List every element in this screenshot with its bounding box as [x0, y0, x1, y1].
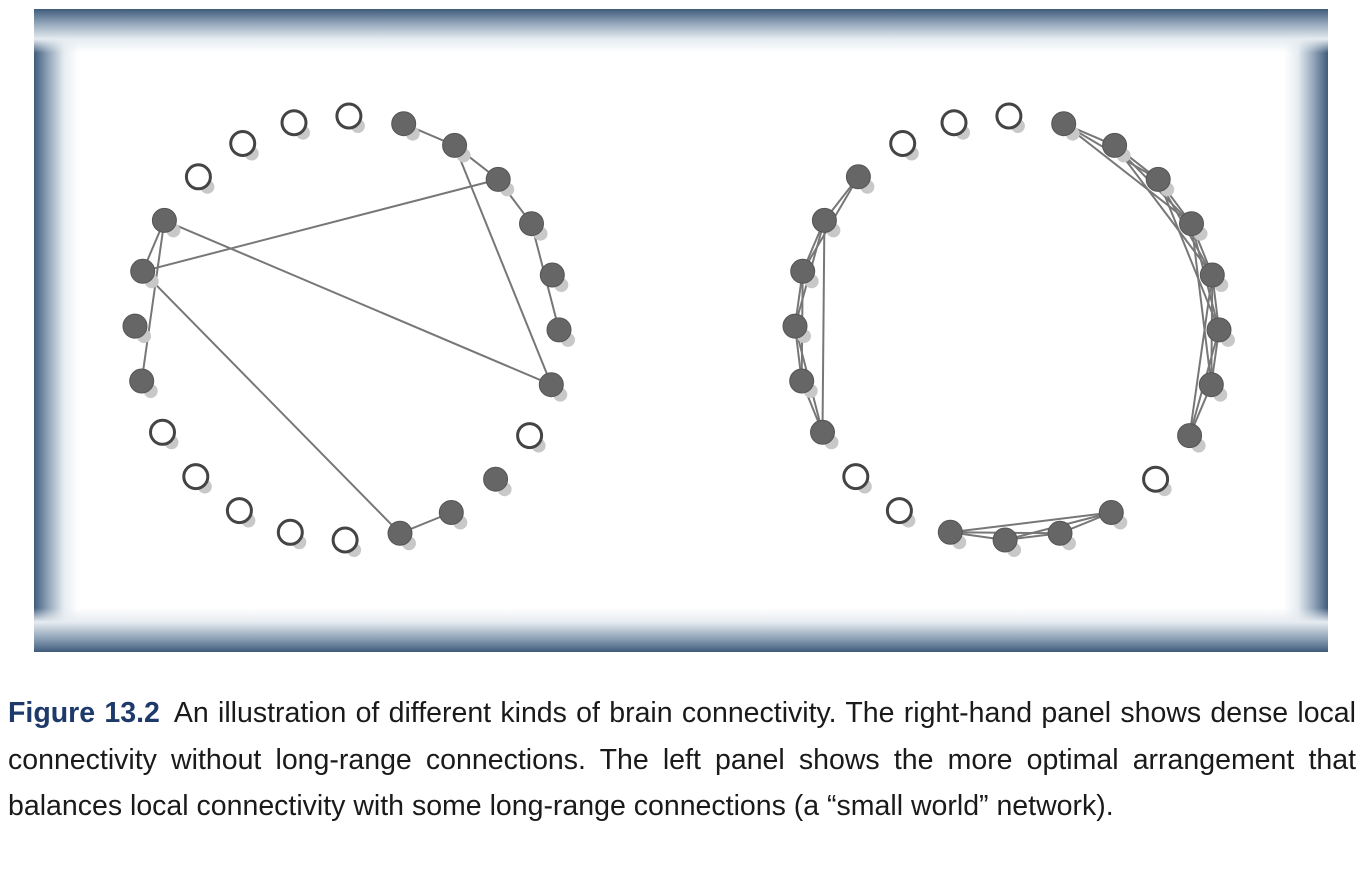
left-filled-node-2: [485, 166, 511, 192]
left-filled-node-16: [129, 368, 155, 394]
left-filled-node-18: [130, 258, 156, 284]
right-edge-15-19: [821, 220, 826, 433]
right-filled-node-12: [937, 519, 963, 545]
right-filled-node-16: [789, 368, 815, 394]
left-empty-node-12: [276, 518, 304, 546]
right-filled-node-0: [1051, 111, 1077, 137]
right-empty-node-22: [940, 109, 968, 137]
right-filled-node-3: [1179, 211, 1204, 237]
right-filled-node-10: [1047, 520, 1073, 546]
left-filled-node-3: [519, 211, 544, 237]
left-filled-node-10: [387, 520, 413, 546]
dense-local-panel: [782, 102, 1235, 557]
right-filled-node-1: [1102, 132, 1128, 158]
right-edge-0-3: [1063, 122, 1193, 225]
right-filled-node-2: [1145, 166, 1171, 192]
left-edge-10-18: [141, 270, 401, 535]
left-empty-node-15: [149, 418, 176, 446]
left-edge-6-19: [164, 219, 552, 386]
right-filled-node-7: [1177, 423, 1203, 449]
left-filled-node-5: [546, 317, 572, 343]
right-filled-node-17: [782, 313, 808, 339]
right-filled-node-19: [811, 207, 837, 233]
right-empty-node-14: [842, 463, 870, 491]
caption-text: An illustration of different kinds of br…: [8, 697, 1356, 822]
small-world-panel: [122, 102, 575, 557]
right-filled-node-20: [845, 164, 871, 190]
right-empty-node-8: [1142, 465, 1170, 493]
left-empty-node-21: [229, 130, 257, 157]
left-empty-node-20: [184, 163, 212, 191]
left-edge-19-16: [140, 220, 166, 382]
left-edge-1-6: [453, 145, 553, 386]
left-empty-node-7: [516, 422, 544, 450]
left-empty-node-13: [225, 497, 253, 525]
left-filled-node-0: [391, 111, 417, 137]
right-filled-node-4: [1199, 262, 1225, 288]
right-empty-node-21: [889, 130, 917, 157]
right-filled-node-11: [992, 527, 1018, 553]
right-filled-node-5: [1206, 317, 1232, 343]
left-filled-node-8: [483, 466, 509, 492]
right-edge-2-5: [1157, 179, 1220, 331]
left-filled-node-1: [442, 132, 468, 158]
caption-label: Figure 13.2: [8, 697, 160, 729]
right-empty-node-13: [885, 497, 913, 525]
right-filled-node-15: [810, 419, 835, 445]
right-edge-4-7: [1188, 274, 1214, 436]
right-filled-node-6: [1198, 372, 1224, 398]
right-edge-3-6: [1190, 223, 1213, 385]
left-filled-node-17: [122, 313, 148, 339]
right-edge-1-4: [1113, 144, 1214, 276]
left-filled-node-4: [539, 262, 565, 288]
left-edge-2-18: [142, 178, 499, 273]
connectivity-diagram: [122, 102, 1235, 557]
left-empty-node-11: [331, 526, 359, 554]
right-empty-node-23: [995, 102, 1023, 130]
left-filled-node-6: [538, 372, 564, 398]
right-edge-12-9: [950, 511, 1112, 534]
left-empty-node-22: [280, 109, 308, 137]
right-filled-node-9: [1098, 500, 1124, 525]
left-empty-node-23: [335, 102, 363, 130]
left-filled-node-19: [151, 207, 177, 233]
right-filled-node-18: [790, 258, 816, 284]
left-empty-node-14: [182, 463, 210, 491]
left-filled-node-9: [438, 500, 464, 525]
